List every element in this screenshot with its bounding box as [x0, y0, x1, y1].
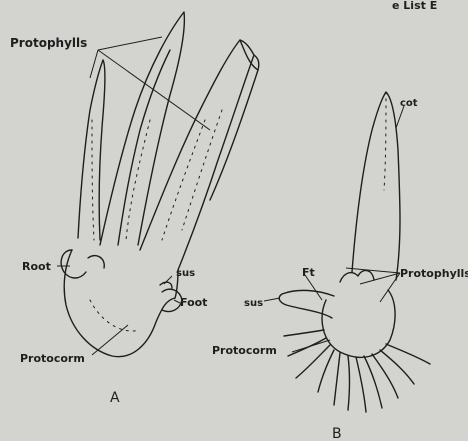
panel-label-b: B: [332, 426, 342, 441]
label-ft: Ft: [302, 266, 315, 279]
label-foot: Foot: [180, 296, 207, 309]
label-sus-b: sus: [244, 298, 263, 309]
label-protocorm-a: Protocorm: [20, 352, 85, 365]
label-cot: cot: [400, 98, 418, 109]
header-fragment: e List E: [392, 0, 437, 12]
label-protophylls-b: Protophylls: [400, 267, 468, 280]
panel-label-a: A: [110, 390, 120, 406]
label-protocorm-b: Protocorm: [212, 344, 277, 357]
label-root: Root: [22, 260, 51, 273]
label-sus-a: sus: [176, 268, 195, 279]
label-protophylls-a: Protophylls: [10, 36, 87, 50]
